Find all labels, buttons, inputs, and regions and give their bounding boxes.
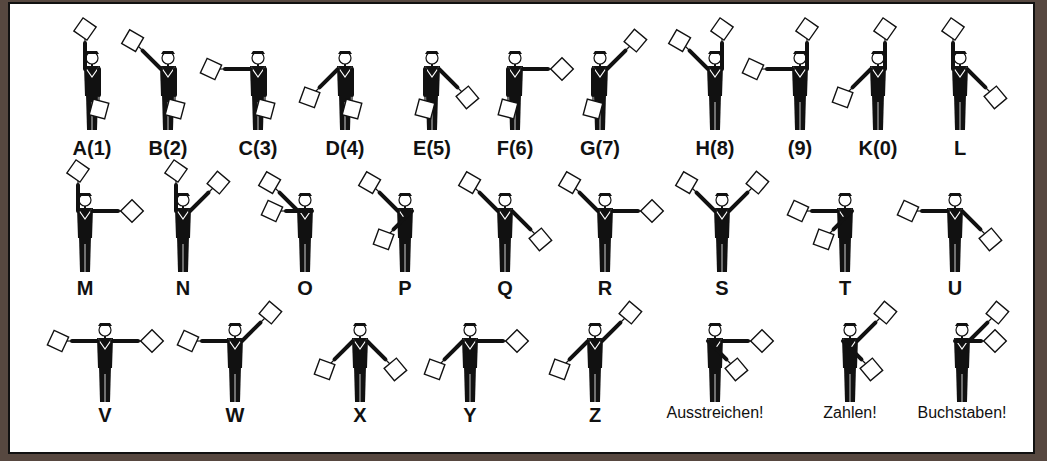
sailor-figure	[669, 18, 733, 130]
semaphore-letter: N	[176, 277, 190, 300]
semaphore-letter: A(1)	[73, 137, 112, 160]
semaphore-letter: Y	[463, 404, 476, 427]
semaphore-letter: F(6)	[497, 137, 534, 160]
sailor-figure	[177, 301, 281, 402]
semaphore-letter: E(5)	[413, 137, 451, 160]
semaphore-letter: W	[226, 404, 245, 427]
sailor-figure	[583, 29, 646, 130]
sailor-figure	[165, 160, 230, 272]
semaphore-letter: G(7)	[580, 137, 620, 160]
sailor-figure	[832, 18, 896, 130]
semaphore-letter: T	[839, 277, 851, 300]
semaphore-letter: Q	[497, 277, 513, 300]
semaphore-letter: P	[398, 277, 411, 300]
sailor-figure	[314, 323, 406, 402]
semaphore-letter: V	[98, 404, 111, 427]
semaphore-letter: R	[598, 277, 612, 300]
sailor-figure	[259, 172, 313, 272]
sailor-figure	[299, 51, 361, 130]
sailor-figure	[498, 51, 573, 130]
sailor-figure	[359, 172, 413, 272]
semaphore-letter: M	[77, 277, 94, 300]
semaphore-letter: Buchstaben!	[918, 404, 1007, 422]
semaphore-letter: O	[297, 277, 313, 300]
sailor-figure	[742, 18, 818, 130]
sailor-figure	[842, 301, 897, 402]
semaphore-letter: L	[954, 137, 966, 160]
sailor-figure	[676, 171, 769, 272]
semaphore-letter: Z	[589, 404, 601, 427]
semaphore-letter: U	[948, 277, 962, 300]
semaphore-letter: X	[353, 404, 366, 427]
sailor-figure	[200, 51, 274, 130]
semaphore-letter: Zahlen!	[823, 404, 876, 422]
sailor-figure	[424, 323, 528, 402]
sailor-figure	[415, 51, 478, 130]
semaphore-letter: Ausstreichen!	[667, 404, 764, 422]
sailor-figure	[67, 160, 143, 272]
sailor-figure	[549, 301, 641, 402]
sailor-figure	[707, 323, 773, 402]
sailor-figure	[942, 18, 1007, 130]
sailor-figure	[74, 18, 109, 130]
sailor-figure	[459, 172, 552, 272]
sailor-figure	[559, 172, 664, 272]
sailor-figure	[897, 193, 1001, 272]
sailor-figure	[954, 301, 1009, 402]
sailor-figure	[122, 30, 185, 130]
sailor-figure	[47, 323, 163, 402]
semaphore-letter: D(4)	[326, 137, 365, 160]
semaphore-letter: B(2)	[149, 137, 188, 160]
semaphore-letter: (9)	[788, 137, 812, 160]
sailor-figure	[787, 193, 853, 272]
semaphore-letter: K(0)	[859, 137, 898, 160]
semaphore-letter: H(8)	[696, 137, 735, 160]
semaphore-letter: C(3)	[239, 137, 278, 160]
semaphore-letter: S	[715, 277, 728, 300]
